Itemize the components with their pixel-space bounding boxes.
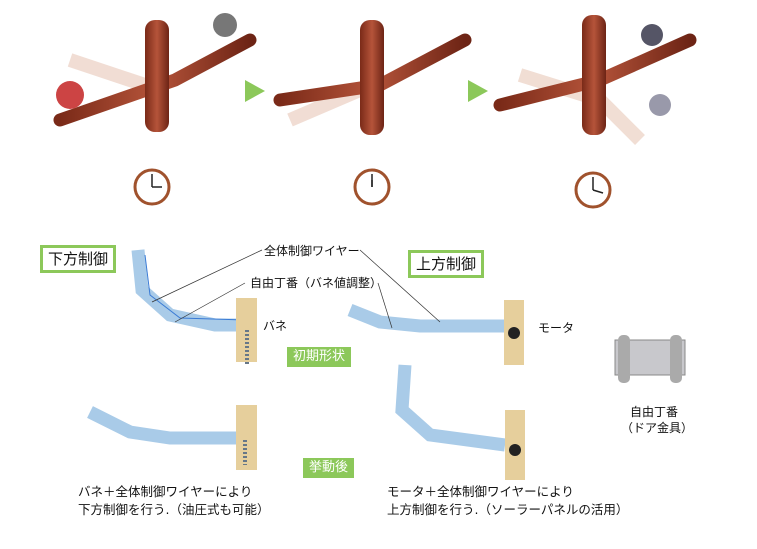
downward-control-label: 下方制御 — [40, 245, 117, 273]
hinge-subtitle: （ドア金具） — [621, 421, 694, 435]
gear-icon — [509, 444, 521, 456]
child-figure — [649, 94, 671, 116]
upward-control-label: 上方制御 — [408, 250, 485, 278]
hinge-title: 自由丁番 — [630, 405, 679, 419]
spring-label: バネ — [263, 319, 288, 333]
after-motion-label: 挙動後 — [303, 458, 355, 478]
caption-right-2: 上方制御を行う.（ソーラーパネルの活用） — [387, 502, 629, 517]
upward-initial-arm — [347, 300, 524, 365]
caption-right-1: モータ＋全体制御ワイヤーにより — [387, 484, 574, 499]
arrow-right-icon — [245, 80, 265, 102]
child-figure — [213, 13, 237, 37]
motor-label: モータ — [538, 321, 575, 335]
initial-shape-label: 初期形状 — [287, 347, 352, 367]
caption-left-2: 下方制御を行う.（油圧式も可能） — [78, 502, 270, 517]
tree-stage-2 — [273, 20, 472, 135]
tree-stage-1 — [53, 13, 257, 132]
child-figure — [56, 81, 84, 109]
child-figure — [641, 24, 663, 46]
caption-left-1: バネ＋全体制御ワイヤーにより — [78, 484, 253, 499]
gear-icon — [508, 327, 520, 339]
arrow-right-icon — [468, 80, 488, 102]
door-hinge-image — [614, 335, 686, 383]
upward-after-arm — [395, 364, 525, 480]
global-wire-label: 全体制御ワイヤー — [264, 244, 360, 258]
tree-stage-3 — [493, 15, 697, 145]
downward-initial-arm — [131, 249, 257, 365]
downward-after-arm — [87, 405, 257, 470]
free-hinge-label: 自由丁番（バネ値調整） — [250, 276, 383, 290]
